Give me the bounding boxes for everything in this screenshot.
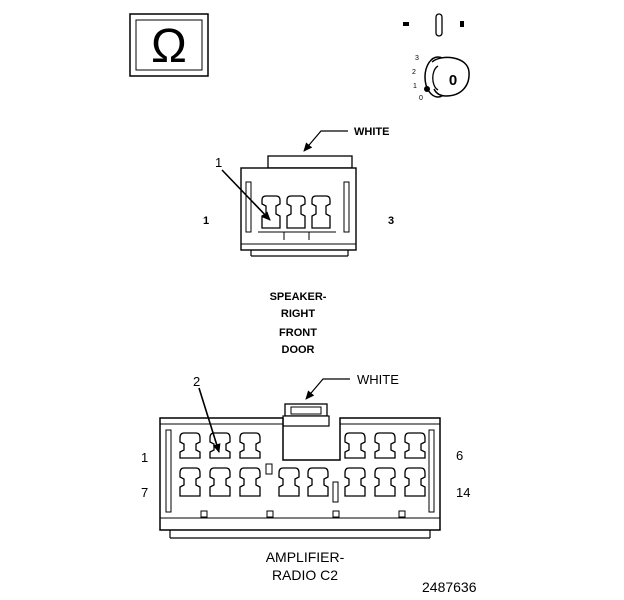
amplifier-cavity-13 <box>374 467 396 497</box>
amplifier-name-line-1: AMPLIFIER- <box>266 549 345 565</box>
amplifier-connector-color-label: WHITE <box>357 372 399 387</box>
amplifier-cavity-1 <box>179 432 201 459</box>
speaker-cavity-3 <box>311 195 331 229</box>
speaker-pin-right-label: 3 <box>388 215 394 227</box>
speaker-cavity-2 <box>286 195 306 229</box>
ignition-off-icon: 0 3 2 1 0 <box>403 13 470 102</box>
speaker-name-line-4: DOOR <box>282 344 315 356</box>
amplifier-callout-number: 2 <box>193 374 200 389</box>
amplifier-pin-top-left-label: 1 <box>141 450 148 465</box>
speaker-connector: WHITE 1 1 3 SPEAKER- RIGHT FRONT DOO <box>203 126 394 356</box>
amplifier-name-line-2: RADIO C2 <box>272 567 338 583</box>
ohm-symbol: Ω <box>151 20 187 73</box>
amplifier-cavity-10 <box>278 467 300 497</box>
amplifier-cavity-3 <box>239 432 261 459</box>
figure-number: 2487636 <box>422 579 477 595</box>
ignition-key-label: 0 <box>449 72 457 89</box>
ignition-position-1: 1 <box>413 83 417 90</box>
amplifier-cavity-7 <box>179 467 201 497</box>
amplifier-cavity-5 <box>374 432 396 459</box>
amplifier-pin-bottom-right-label: 14 <box>456 485 470 500</box>
amplifier-pin-bottom-left-label: 7 <box>141 485 148 500</box>
ohm-meter-icon: Ω <box>129 13 209 77</box>
amplifier-cavity-6 <box>404 432 426 459</box>
speaker-callout-number: 1 <box>215 155 222 170</box>
amplifier-connector: WHITE <box>141 372 470 583</box>
amplifier-cavity-14 <box>404 467 426 497</box>
speaker-pin-left-label: 1 <box>203 215 209 227</box>
amplifier-cavity-12 <box>344 467 366 497</box>
amplifier-cavity-8 <box>209 467 231 497</box>
speaker-name-line-2: RIGHT <box>281 308 316 320</box>
amplifier-cavity-9 <box>239 467 261 497</box>
speaker-connector-color-label: WHITE <box>354 126 389 138</box>
ignition-position-3: 3 <box>415 55 419 62</box>
ignition-position-0: 0 <box>419 95 423 102</box>
ignition-position-2: 2 <box>412 69 416 76</box>
amplifier-pin-top-right-label: 6 <box>456 448 463 463</box>
speaker-name-line-1: SPEAKER- <box>270 291 327 303</box>
amplifier-cavity-11 <box>307 467 329 497</box>
speaker-name-line-3: FRONT <box>279 327 317 339</box>
amplifier-cavity-4 <box>344 432 366 459</box>
